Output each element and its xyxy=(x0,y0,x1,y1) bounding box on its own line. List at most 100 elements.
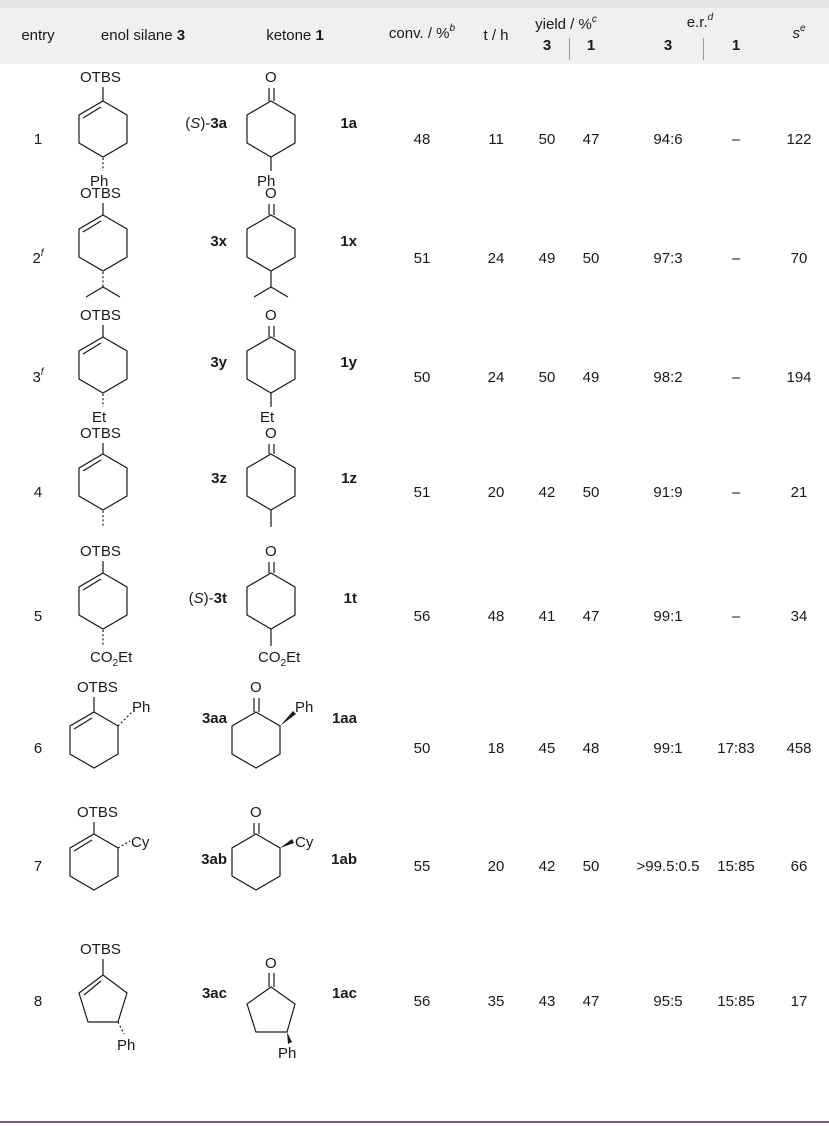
cell-time: 24 xyxy=(487,369,505,386)
header-ketone: ketone 1 xyxy=(266,27,324,44)
svg-text:O: O xyxy=(265,425,277,442)
cell-entry: 6 xyxy=(33,740,43,757)
cell-er-1: 15:85 xyxy=(717,858,755,875)
cell-enol-label: (S)-3a xyxy=(185,115,227,132)
cell-yield-1: 49 xyxy=(582,369,600,386)
cell-entry: 4 xyxy=(33,484,43,501)
svg-text:O: O xyxy=(265,185,277,202)
structure-ketone-1t: O CO2Et xyxy=(246,543,301,669)
svg-text:Cy: Cy xyxy=(295,834,314,851)
header-conversion: conv. / %b xyxy=(388,23,456,43)
cell-enol-label: 3aa xyxy=(201,710,227,727)
header-er-3: 3 xyxy=(663,37,673,54)
svg-text:O: O xyxy=(265,307,277,324)
structure-enol-3ac: OTBS Ph xyxy=(78,941,135,1054)
svg-text:Et: Et xyxy=(260,409,275,426)
header-er: e.r.d xyxy=(686,12,714,32)
cell-yield-3: 42 xyxy=(538,484,556,501)
cell-er-3: 99:1 xyxy=(653,608,683,625)
svg-text:Ph: Ph xyxy=(295,699,313,716)
svg-text:O: O xyxy=(250,679,262,696)
cell-yield-1: 48 xyxy=(582,740,600,757)
cell-entry: 5 xyxy=(33,608,43,625)
svg-text:OTBS: OTBS xyxy=(77,679,118,696)
cell-time: 11 xyxy=(488,131,504,148)
cell-entry: 1 xyxy=(33,131,43,148)
table-header-background xyxy=(0,8,829,64)
cell-time: 24 xyxy=(487,250,505,267)
cell-yield-3: 50 xyxy=(538,131,556,148)
cell-conv: 50 xyxy=(413,740,431,757)
cell-ketone-label: 1y xyxy=(340,354,357,371)
cell-yield-3: 45 xyxy=(538,740,556,757)
cell-er-3: 98:2 xyxy=(653,369,683,386)
cell-er-1: – xyxy=(731,131,741,148)
yield-divider xyxy=(569,38,570,60)
svg-text:O: O xyxy=(265,543,277,560)
structure-enol-3ab: OTBS Cy xyxy=(69,804,150,891)
cell-entry: 2f xyxy=(32,248,44,268)
cell-conv: 55 xyxy=(413,858,431,875)
cell-s: 458 xyxy=(786,740,812,757)
cell-enol-label: 3ac xyxy=(201,985,227,1002)
svg-text:Et: Et xyxy=(92,409,107,426)
cell-enol-label: 3z xyxy=(211,470,227,487)
cell-ketone-label: 1a xyxy=(340,115,357,132)
svg-text:O: O xyxy=(265,69,277,86)
cell-yield-1: 47 xyxy=(582,608,600,625)
cell-enol-label: 3ab xyxy=(201,851,227,868)
cell-conv: 50 xyxy=(413,369,431,386)
svg-text:OTBS: OTBS xyxy=(80,425,121,442)
cell-yield-1: 47 xyxy=(582,993,600,1010)
cell-yield-3: 49 xyxy=(538,250,556,267)
cell-time: 18 xyxy=(487,740,505,757)
cell-enol-label: (S)-3t xyxy=(188,590,227,607)
svg-text:CO2Et: CO2Et xyxy=(258,649,301,669)
cell-ketone-label: 1ac xyxy=(331,985,357,1002)
cell-er-1: – xyxy=(731,608,741,625)
table-top-rule xyxy=(0,0,829,8)
header-time: t / h xyxy=(483,27,509,44)
table-bottom-rule xyxy=(0,1121,829,1123)
structure-enol-3x: OTBS xyxy=(78,185,128,298)
structure-ketone-1ac: O Ph xyxy=(246,955,296,1062)
header-er-1: 1 xyxy=(731,37,741,54)
svg-text:Ph: Ph xyxy=(132,699,150,716)
svg-text:OTBS: OTBS xyxy=(80,941,121,958)
cell-ketone-label: 1aa xyxy=(331,710,357,727)
cell-conv: 51 xyxy=(413,484,431,501)
structure-ketone-1ab: O Cy xyxy=(231,804,314,891)
svg-text:OTBS: OTBS xyxy=(80,185,121,202)
cell-yield-3: 42 xyxy=(538,858,556,875)
svg-text:Ph: Ph xyxy=(278,1045,296,1062)
cell-enol-label: 3x xyxy=(210,233,227,250)
cell-conv: 51 xyxy=(413,250,431,267)
cell-er-1: – xyxy=(731,369,741,386)
structure-enol-3aa: OTBS Ph xyxy=(69,679,150,769)
cell-yield-3: 50 xyxy=(538,369,556,386)
header-selectivity: se xyxy=(792,23,806,43)
cell-yield-1: 50 xyxy=(582,250,600,267)
header-entry: entry xyxy=(21,27,55,44)
svg-text:OTBS: OTBS xyxy=(80,543,121,560)
cell-entry: 8 xyxy=(33,993,43,1010)
cell-s: 194 xyxy=(786,369,812,386)
cell-conv: 56 xyxy=(413,608,431,625)
structure-ketone-1aa: O Ph xyxy=(231,679,313,769)
structure-ketone-1x: O xyxy=(246,185,296,298)
cell-yield-3: 41 xyxy=(538,608,556,625)
structure-enol-3y: OTBS Et xyxy=(78,307,128,426)
er-divider xyxy=(703,38,704,60)
svg-text:CO2Et: CO2Et xyxy=(90,649,133,669)
cell-er-1: – xyxy=(731,484,741,501)
header-yield-3: 3 xyxy=(542,37,552,54)
structure-ketone-1z: O xyxy=(246,425,296,527)
svg-text:O: O xyxy=(265,955,277,972)
cell-s: 66 xyxy=(790,858,808,875)
structure-ketone-1y: O Et xyxy=(246,307,296,426)
cell-time: 48 xyxy=(487,608,505,625)
cell-yield-3: 43 xyxy=(538,993,556,1010)
structure-enol-3z: OTBS xyxy=(78,425,128,527)
cell-enol-label: 3y xyxy=(210,354,227,371)
cell-ketone-label: 1x xyxy=(340,233,357,250)
